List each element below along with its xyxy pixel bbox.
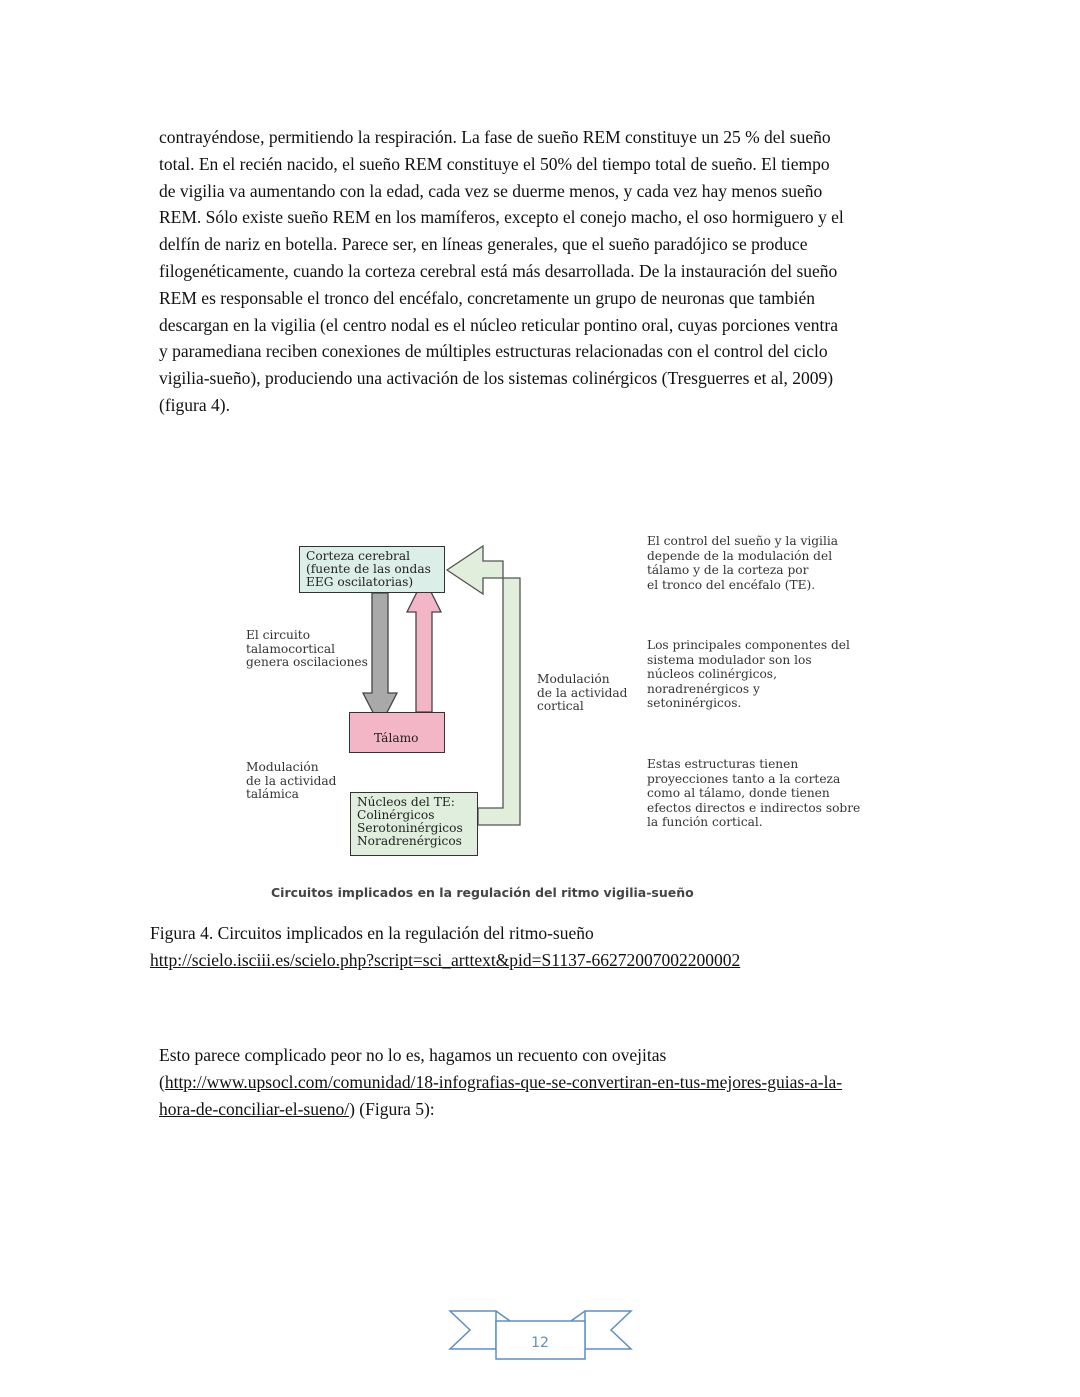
note-control: El control del sueño y la vigilia depend… <box>647 534 838 592</box>
note-line: núcleos colinérgicos, <box>647 667 777 681</box>
note-componentes: Los principales componentes del sistema … <box>647 638 850 711</box>
text-line: hora-de-conciliar-el-sueno/) (Figura 5): <box>159 1096 929 1123</box>
up-arrow <box>405 576 443 713</box>
label-line: de la actividad <box>246 773 337 788</box>
text-line: contrayéndose, permitiendo la respiració… <box>159 127 831 147</box>
text-line: vigilia-sueño), produciendo una activaci… <box>159 368 834 389</box>
nucleos-box: Núcleos del TE: Colinérgicos Serotoninér… <box>350 792 478 856</box>
note-line: Los principales componentes del <box>647 638 850 652</box>
figure-caption: Figura 4. Circuitos implicados en la reg… <box>150 920 740 974</box>
note-line: el tronco del encéfalo (TE). <box>647 577 816 592</box>
body-paragraph-1: contrayéndose, permitiendo la respiració… <box>159 124 929 419</box>
figure-reference: ) (Figura 5): <box>349 1098 435 1119</box>
text-line: Esto parece complicado peor no lo es, ha… <box>159 1045 667 1065</box>
note-line: depende de la modulación del <box>647 548 833 563</box>
label-line: cortical <box>537 699 584 713</box>
text-line: REM es responsable el tronco del encéfal… <box>159 287 816 308</box>
nucleos-label: Noradrenérgicos <box>357 834 462 848</box>
note-line: El control del sueño y la vigilia <box>647 534 839 548</box>
talamo-label: Tálamo <box>374 731 419 745</box>
label-modulacion-talamica: Modulación de la actividad talámica <box>246 760 337 802</box>
infographic-link[interactable]: http://www.upsocl.com/comunidad/18-infog… <box>164 1071 843 1092</box>
note-line: la función cortical. <box>647 815 763 829</box>
ribbon-banner-icon <box>448 1310 633 1360</box>
note-line: noradrenérgicos y <box>647 681 760 696</box>
note-line: tálamo y de la corteza por <box>647 563 809 577</box>
talamo-box: Tálamo <box>349 712 445 753</box>
label-line: talámica <box>246 787 299 801</box>
label-modulacion-cortical: Modulación de la actividad cortical <box>537 672 628 714</box>
label-line: de la actividad <box>537 685 628 700</box>
note-line: efectos directos e indirectos sobre <box>647 800 861 815</box>
page-number: 12 <box>531 1335 549 1351</box>
label-line: Modulación <box>537 672 610 686</box>
label-line: talamocortical <box>246 641 335 656</box>
diagram-caption: Circuitos implicados en la regulación de… <box>271 885 694 900</box>
text-line: y paramediana reciben conexiones de múlt… <box>159 341 828 362</box>
infographic-link-continued[interactable]: hora-de-conciliar-el-sueno/ <box>159 1098 350 1119</box>
text-line: filogenéticamente, cuando la corteza cer… <box>159 260 838 281</box>
open-paren: ( <box>159 1071 165 1092</box>
label-line: El circuito <box>246 628 311 642</box>
note-line: Estas estructuras tienen <box>647 757 799 771</box>
nucleos-label: Serotoninérgicos <box>357 821 463 835</box>
diagram-arrows <box>361 544 521 826</box>
body-paragraph-2: Esto parece complicado peor no lo es, ha… <box>159 1042 929 1122</box>
nucleos-label: Núcleos del TE: <box>357 795 455 809</box>
label-line: genera oscilaciones <box>246 655 368 669</box>
note-line: proyecciones tanto a la corteza <box>647 771 841 786</box>
text-line: delfín de nariz en botella. Parece ser, … <box>159 234 808 255</box>
text-line: (http://www.upsocl.com/comunidad/18-info… <box>159 1069 929 1096</box>
corteza-label: (fuente de las ondas <box>306 562 431 576</box>
label-circuito: El circuito talamocortical genera oscila… <box>246 628 368 670</box>
note-estructuras: Estas estructuras tienen proyecciones ta… <box>647 757 860 830</box>
corteza-box: Corteza cerebral (fuente de las ondas EE… <box>299 546 445 593</box>
nucleos-label: Colinérgicos <box>357 808 435 822</box>
text-line: total. En el recién nacido, el sueño REM… <box>159 153 830 174</box>
note-line: setoninérgicos. <box>647 696 742 710</box>
note-line: como al tálamo, donde tienen <box>647 786 830 800</box>
corteza-label: EEG oscilatorias) <box>306 575 414 589</box>
figure-title: Figura 4. Circuitos implicados en la reg… <box>150 923 594 943</box>
text-line: de vigilia va aumentando con la edad, ca… <box>159 180 823 201</box>
corteza-label: Corteza cerebral <box>306 549 411 563</box>
figure-source-link[interactable]: http://scielo.isciii.es/scielo.php?scrip… <box>150 949 741 970</box>
text-line: REM. Sólo existe sueño REM en los mamífe… <box>159 207 844 228</box>
text-line: (figura 4). <box>159 394 230 415</box>
label-line: Modulación <box>246 760 319 774</box>
down-arrow <box>361 592 399 728</box>
text-line: descargan en la vigilia (el centro nodal… <box>159 314 838 335</box>
note-line: sistema modulador son los <box>647 652 812 667</box>
sleep-circuit-diagram: Corteza cerebral (fuente de las ondas EE… <box>235 530 875 910</box>
feedback-arrow <box>445 544 521 826</box>
